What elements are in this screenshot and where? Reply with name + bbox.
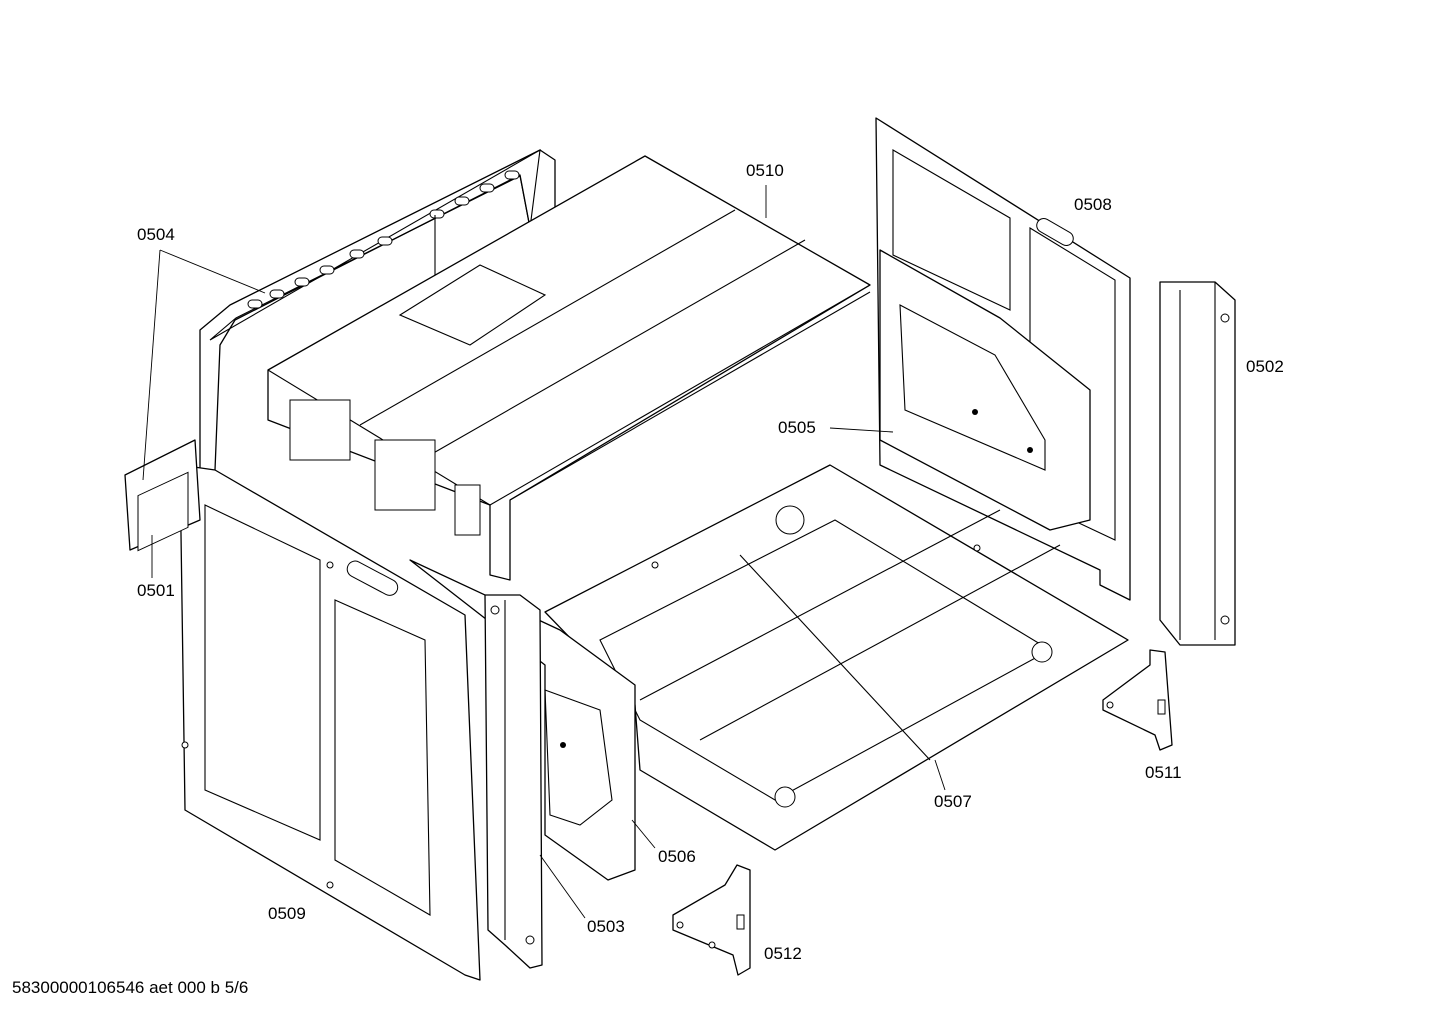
part-0510-top-housing bbox=[267, 155, 871, 581]
label-0509: 0509 bbox=[268, 904, 306, 923]
label-0505: 0505 bbox=[778, 418, 816, 437]
label-0510: 0510 bbox=[746, 161, 784, 180]
label-0508: 0508 bbox=[1074, 195, 1112, 214]
part-labels: 0504 0501 0510 0508 0502 0505 0511 0507 … bbox=[137, 161, 1284, 963]
label-0501: 0501 bbox=[137, 581, 175, 600]
part-0511-right-support bbox=[1102, 649, 1173, 751]
part-0503-front-rail bbox=[484, 594, 543, 969]
part-0509-left-side-panel bbox=[179, 464, 481, 981]
part-0507-bottom-panel bbox=[544, 464, 1129, 851]
label-0512: 0512 bbox=[764, 944, 802, 963]
part-0505-right-baffle bbox=[879, 249, 1091, 531]
label-0507: 0507 bbox=[934, 792, 972, 811]
label-0502: 0502 bbox=[1246, 357, 1284, 376]
part-0512-bottom-support bbox=[672, 864, 751, 976]
label-0504: 0504 bbox=[137, 225, 175, 244]
label-0503: 0503 bbox=[587, 917, 625, 936]
part-0502-right-rail bbox=[1159, 281, 1236, 646]
label-0506: 0506 bbox=[658, 847, 696, 866]
leader-lines bbox=[142, 185, 946, 919]
part-0501-left-bracket bbox=[124, 439, 201, 552]
part-0506-left-baffle bbox=[409, 559, 636, 881]
vent-grille-left bbox=[289, 399, 481, 536]
drawing-reference-footer: 58300000106546 aet 000 b 5/6 bbox=[12, 978, 249, 997]
label-0511: 0511 bbox=[1145, 763, 1182, 782]
